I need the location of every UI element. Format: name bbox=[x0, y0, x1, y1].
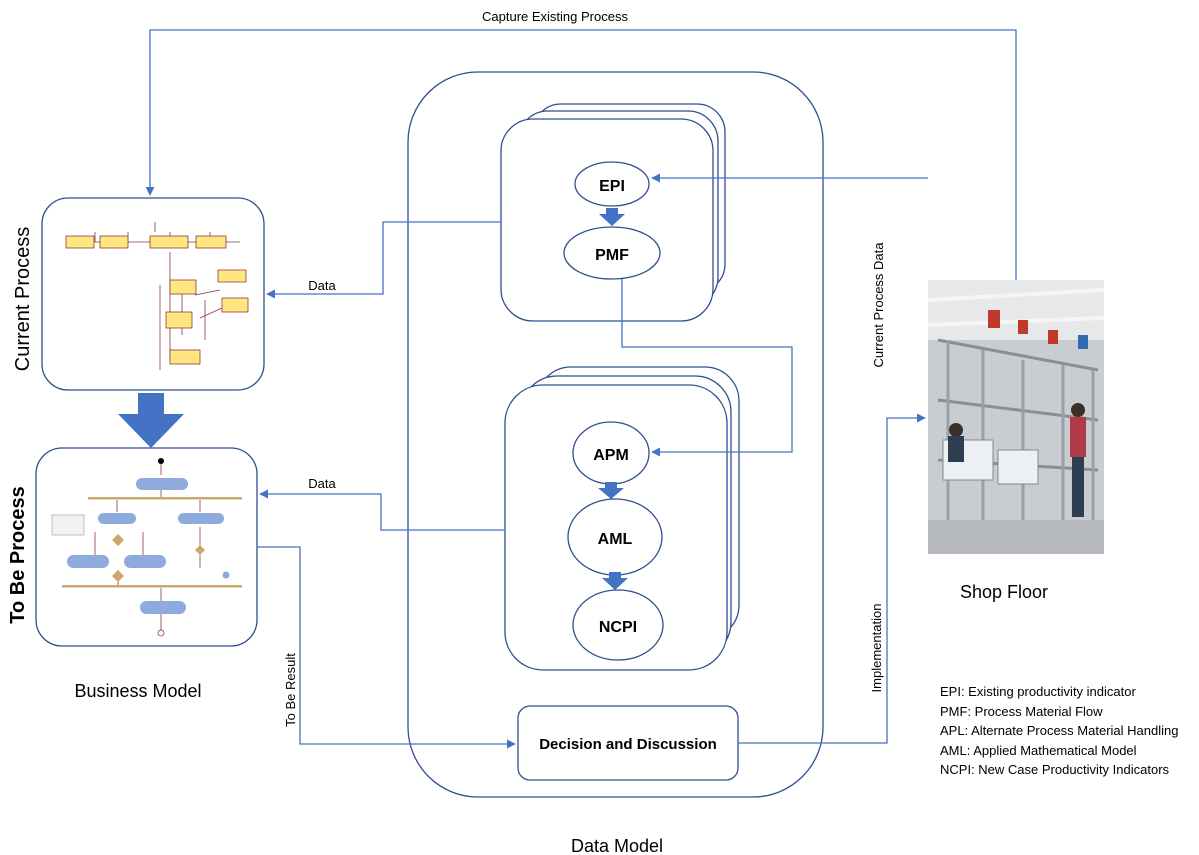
shop-floor-photo-graphic bbox=[928, 280, 1104, 554]
aml-label: AML bbox=[598, 531, 633, 548]
ncpi-label: NCPI bbox=[599, 619, 637, 636]
implementation-label: Implementation bbox=[869, 604, 884, 693]
legend-item-ncpi: NCPI: New Case Productivity Indicators bbox=[940, 762, 1170, 777]
epi-to-pmf-arrow bbox=[599, 208, 625, 226]
pmf-label: PMF bbox=[595, 247, 629, 264]
pmf-to-apm-line bbox=[621, 279, 793, 457]
data-line-top bbox=[266, 221, 501, 299]
apm-label: APM bbox=[593, 447, 629, 464]
connectors bbox=[145, 29, 1017, 749]
legend-item-pmf: PMF: Process Material Flow bbox=[940, 703, 1103, 719]
epi-node bbox=[574, 161, 650, 207]
to-be-result-label: To Be Result bbox=[283, 653, 298, 727]
current-process-panel bbox=[41, 197, 265, 391]
pmf-node bbox=[563, 226, 661, 280]
current-process-label: Current Process bbox=[12, 227, 34, 372]
to-be-process-label: To Be Process bbox=[7, 486, 29, 623]
current-to-tobe-arrow bbox=[118, 393, 184, 448]
ncpi-node bbox=[572, 589, 664, 661]
data-model-container bbox=[407, 71, 824, 798]
data-line-bottom bbox=[259, 489, 505, 531]
capture-existing-process-line bbox=[145, 29, 1017, 281]
shop-floor-photo bbox=[928, 280, 1104, 554]
legend: EPI: Existing productivity indicator PMF… bbox=[940, 682, 1178, 780]
data-label-bottom: Data bbox=[308, 476, 336, 491]
aml-to-ncpi-arrow bbox=[602, 572, 628, 590]
implementation-line bbox=[738, 413, 926, 744]
to-be-process-panel bbox=[35, 447, 258, 647]
capture-existing-process-label: Capture Existing Process bbox=[482, 9, 628, 24]
legend-item-apl: APL: Alternate Process Material Handling bbox=[940, 723, 1179, 738]
current-process-data-label: Current Process Data bbox=[871, 242, 886, 368]
apm-to-aml-arrow bbox=[598, 482, 624, 499]
decision-label: Decision and Discussion bbox=[539, 736, 717, 753]
epi-label: EPI bbox=[599, 178, 625, 195]
shop-floor-label: Shop Floor bbox=[960, 582, 1048, 602]
legend-item-aml: AML: Applied Mathematical Model bbox=[940, 742, 1137, 758]
activity-diagram-thumbnail bbox=[51, 458, 242, 637]
legend-item-epi: EPI: Existing productivity indicator bbox=[940, 684, 1136, 699]
class-boxes bbox=[65, 235, 249, 365]
data-label-top: Data bbox=[308, 278, 336, 293]
data-model-label: Data Model bbox=[571, 836, 663, 855]
to-be-result-line bbox=[257, 546, 516, 749]
business-model-label: Business Model bbox=[74, 681, 201, 701]
